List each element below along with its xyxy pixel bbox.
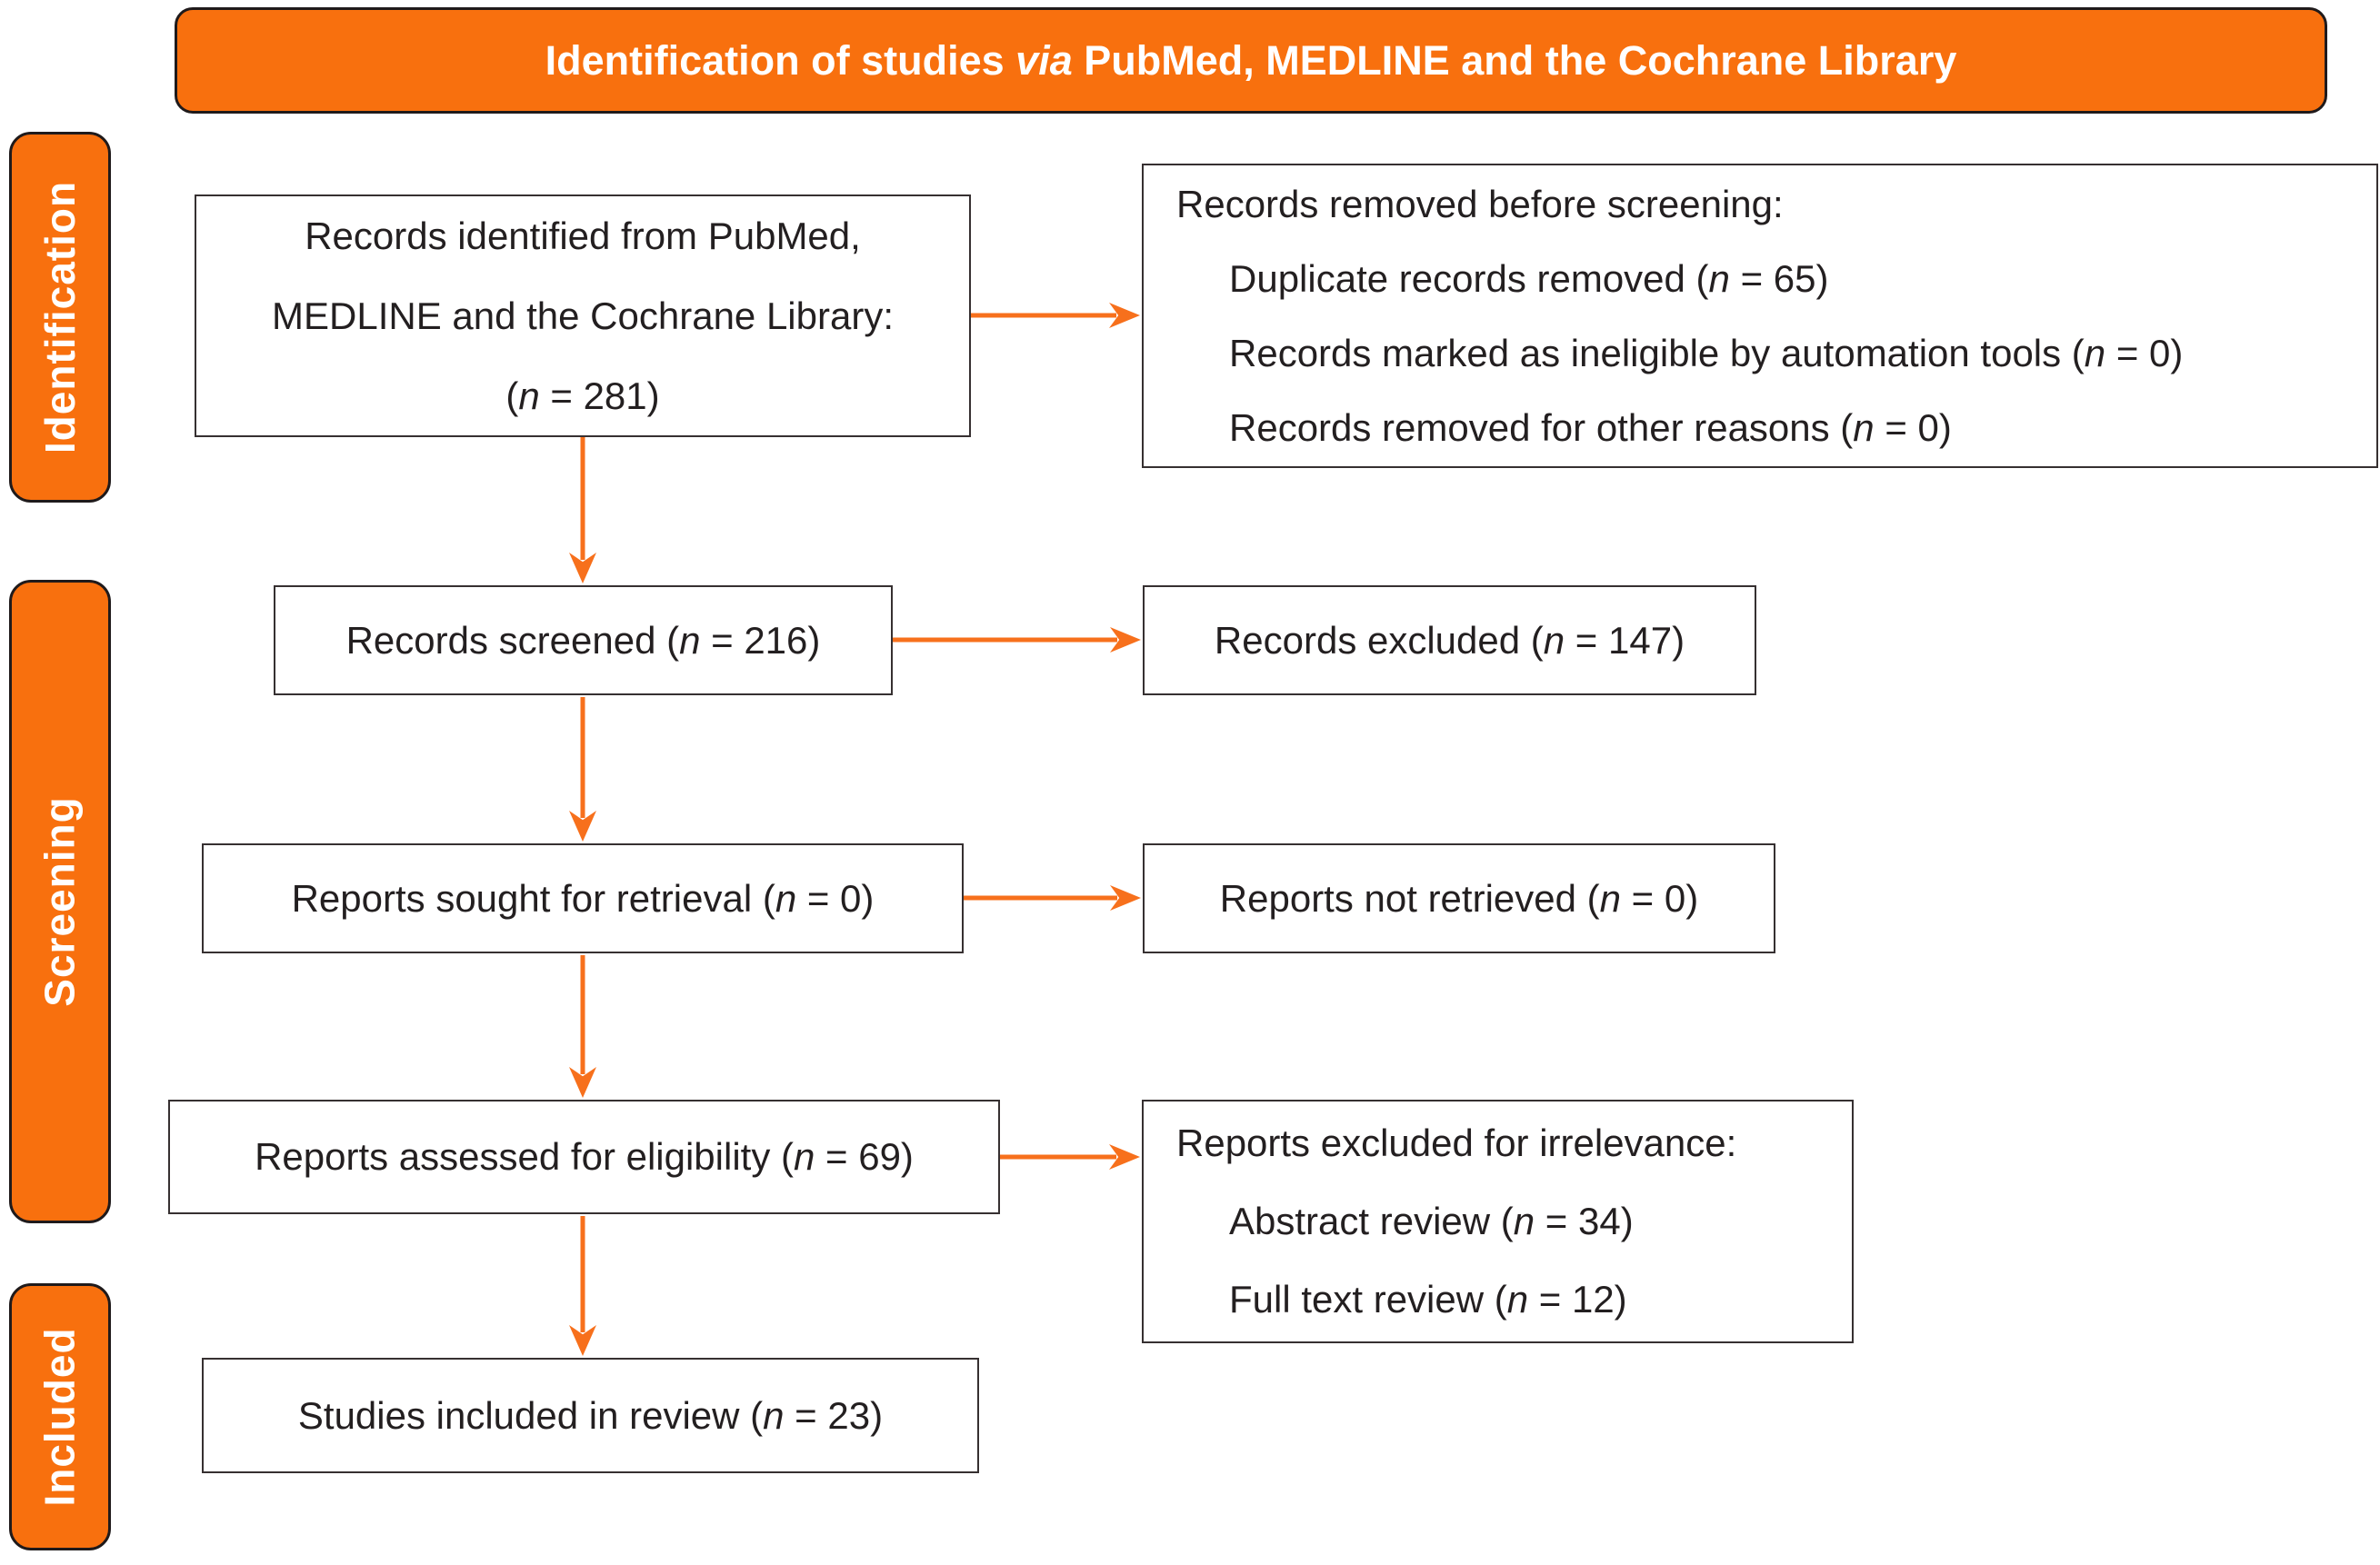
- text-line: Reports excluded for irrelevance:: [1176, 1104, 1736, 1182]
- box-studies-included: Studies included in review (n = 23): [202, 1358, 979, 1473]
- italic-text-segment: n: [775, 876, 797, 920]
- diagram-title-banner: Identification of studies via PubMed, ME…: [175, 7, 2327, 114]
- arrow-shaft: [580, 955, 585, 1074]
- stage-label-included: Included: [9, 1283, 111, 1550]
- text-segment: Duplicate records removed (: [1229, 256, 1709, 300]
- box-reports-sought: Reports sought for retrieval (n = 0): [202, 843, 964, 953]
- italic-text-segment: n: [1543, 618, 1565, 662]
- text-line: Records identified from PubMed,: [305, 196, 861, 276]
- text-line: Reports sought for retrieval (n = 0): [292, 859, 875, 939]
- italic-text-segment: n: [1506, 1278, 1529, 1321]
- text-line: Studies included in review (n = 23): [298, 1376, 883, 1456]
- arrow-assessed-to-irrelevance: [1000, 1144, 1140, 1170]
- box-records-screened: Records screened (n = 216): [274, 585, 893, 695]
- text-segment: Records excluded (: [1214, 618, 1544, 662]
- text-segment: = 34): [1535, 1200, 1634, 1242]
- box-records-identified: Records identified from PubMed, MEDLINE a…: [195, 194, 971, 437]
- box-records-excluded: Records excluded (n = 147): [1143, 585, 1756, 695]
- italic-text-segment: n: [2084, 331, 2106, 374]
- arrow-screened-to-excluded: [893, 627, 1141, 653]
- text-segment: Abstract review (: [1229, 1200, 1514, 1242]
- italic-text-segment: n: [679, 618, 701, 662]
- text-line: Records removed before screening:: [1176, 167, 1784, 242]
- arrow-identified-to-screened: [569, 437, 596, 583]
- italic-text-segment: n: [1853, 405, 1875, 449]
- text-line: (n = 281): [505, 356, 659, 436]
- italic-text-segment: n: [763, 1393, 785, 1437]
- arrow-shaft: [580, 1216, 585, 1332]
- arrow-shaft: [893, 637, 1117, 643]
- text-segment: = 0): [796, 876, 875, 920]
- text-segment: = 0): [1621, 876, 1699, 920]
- stage-label-identification: Identification: [9, 132, 111, 503]
- italic-text-segment: n: [793, 1135, 815, 1178]
- diagram-title: Identification of studies via PubMed, ME…: [545, 37, 1957, 85]
- text-segment: = 12): [1528, 1278, 1627, 1321]
- text-segment: = 0): [2105, 331, 2184, 374]
- text-segment: Reports excluded for irrelevance:: [1176, 1121, 1737, 1164]
- arrow-shaft: [964, 895, 1117, 901]
- italic-text-segment: n: [1599, 876, 1621, 920]
- arrow-shaft: [580, 437, 585, 560]
- text-segment: Reports not retrieved (: [1219, 876, 1600, 920]
- box-reports-assessed: Reports assessed for eligibility (n = 69…: [168, 1100, 1000, 1214]
- text-segment: = 0): [1874, 405, 1952, 449]
- box-reports-not-retrieved: Reports not retrieved (n = 0): [1143, 843, 1775, 953]
- text-segment: Records removed for other reasons (: [1229, 405, 1854, 449]
- text-segment: Full text review (: [1229, 1278, 1507, 1321]
- text-segment: Reports assessed for eligibility (: [255, 1135, 794, 1178]
- arrow-shaft: [580, 697, 585, 818]
- italic-text-segment: n: [1513, 1200, 1535, 1242]
- text-segment: Records identified from PubMed,: [305, 214, 861, 257]
- text-line: Records removed for other reasons (n = 0…: [1176, 391, 1952, 465]
- text-segment: Studies included in review (: [297, 1393, 764, 1437]
- text-line: Abstract review (n = 34): [1176, 1182, 1634, 1261]
- stage-label-screening: Screening: [9, 580, 111, 1223]
- text-line: Records excluded (n = 147): [1215, 601, 1685, 681]
- arrow-sought-to-not-retrieved: [964, 885, 1141, 911]
- text-line: Full text review (n = 12): [1176, 1261, 1627, 1339]
- arrow-screened-to-sought: [569, 697, 596, 842]
- text-segment: Records screened (: [345, 618, 680, 662]
- stage-label-text: Identification: [36, 180, 85, 454]
- text-segment: PubMed, MEDLINE and the Cochrane Library: [1072, 36, 1957, 84]
- text-segment: = 65): [1729, 256, 1829, 300]
- text-segment: Reports sought for retrieval (: [291, 876, 775, 920]
- text-line: Records marked as ineligible by automati…: [1176, 316, 2183, 391]
- text-segment: = 147): [1565, 618, 1685, 662]
- arrow-sought-to-assessed: [569, 955, 596, 1098]
- box-records-removed-before-screening: Records removed before screening: Duplica…: [1142, 164, 2378, 468]
- text-line: Reports assessed for eligibility (n = 69…: [255, 1117, 914, 1197]
- stage-label-text: Included: [36, 1327, 84, 1507]
- arrow-identified-to-removed: [971, 303, 1140, 328]
- text-line: Records screened (n = 216): [346, 601, 821, 681]
- text-segment: Records marked as ineligible by automati…: [1229, 331, 2085, 374]
- arrow-shaft: [1000, 1154, 1116, 1160]
- text-segment: Identification of studies: [545, 36, 1016, 84]
- text-line: Reports not retrieved (n = 0): [1220, 859, 1698, 939]
- stage-label-text: Screening: [36, 796, 85, 1007]
- text-segment: = 281): [539, 374, 660, 417]
- text-segment: Records removed before screening:: [1176, 182, 1784, 225]
- italic-text-segment: via: [1015, 36, 1073, 84]
- text-line: Duplicate records removed (n = 65): [1176, 242, 1828, 316]
- text-segment: = 23): [784, 1393, 884, 1437]
- text-segment: (: [505, 374, 519, 417]
- box-reports-excluded-irrelevance: Reports excluded for irrelevance: Abstrac…: [1142, 1100, 1854, 1343]
- text-segment: MEDLINE and the Cochrane Library:: [272, 294, 894, 337]
- italic-text-segment: n: [1708, 256, 1730, 300]
- text-line: MEDLINE and the Cochrane Library:: [272, 276, 894, 356]
- text-segment: = 216): [700, 618, 821, 662]
- arrow-assessed-to-included: [569, 1216, 596, 1356]
- text-line: Identification of studies via PubMed, ME…: [545, 37, 1957, 85]
- arrow-shaft: [971, 313, 1116, 318]
- italic-text-segment: n: [518, 374, 540, 417]
- text-segment: = 69): [815, 1135, 914, 1178]
